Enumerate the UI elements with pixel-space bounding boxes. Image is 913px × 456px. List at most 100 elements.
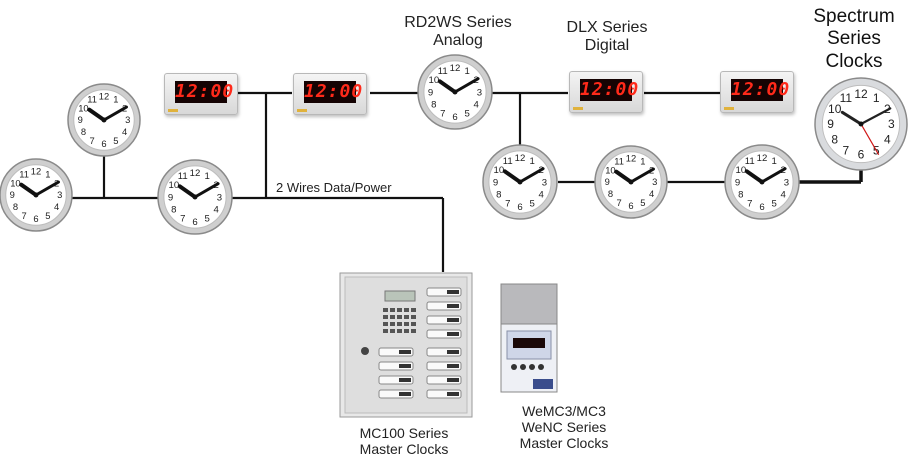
label-line: DLX Series — [566, 19, 648, 36]
clock-numeral: 5 — [640, 197, 645, 208]
wires-label: 2 Wires Data/Power — [276, 180, 392, 195]
clock-numeral: 7 — [505, 198, 510, 209]
clock-numeral: 9 — [168, 192, 173, 203]
clock-numeral: 3 — [217, 192, 222, 203]
clock-numeral: 5 — [772, 198, 777, 209]
clock-hand — [840, 110, 863, 126]
spectrum-series-label: Spectrum Series Clocks — [800, 6, 908, 73]
clock-numeral: 5 — [205, 213, 210, 224]
clock-hand — [860, 123, 880, 155]
clock-numeral: 6 — [101, 138, 106, 149]
analog-clock: 123456789101112 — [482, 144, 558, 220]
clock-numeral: 8 — [81, 126, 86, 137]
clock-numeral: 6 — [759, 202, 764, 213]
clock-numeral: 11 — [614, 156, 624, 167]
rd2ws-series-label: RD2WS Series Analog — [392, 14, 524, 51]
clock-numeral: 1 — [873, 91, 880, 105]
clock-numeral: 8 — [431, 100, 436, 111]
clock-numeral: 3 — [477, 87, 482, 98]
clock-numeral: 3 — [57, 189, 62, 200]
clock-numeral: 7 — [22, 210, 27, 221]
clock-numeral: 4 — [538, 190, 544, 201]
clock-numeral: 1 — [465, 66, 470, 77]
clock-hand — [102, 105, 128, 122]
clock-numeral: 9 — [428, 87, 433, 98]
digital-clock: 12:00 — [569, 71, 643, 113]
clock-numeral: 8 — [738, 190, 743, 201]
label-line: Series — [827, 28, 881, 50]
clock-numeral: 12 — [757, 153, 768, 164]
clock-hand — [744, 169, 764, 184]
clock-numeral: 4 — [122, 126, 127, 137]
label-line: MC100 Series — [359, 425, 449, 441]
label-line: Clocks — [825, 50, 883, 72]
clock-hand — [760, 167, 787, 184]
clock-numeral: 3 — [784, 177, 789, 188]
clock-numeral: 9 — [827, 117, 834, 131]
wemc3-master-clock-box — [500, 283, 558, 393]
clock-numeral: 9 — [735, 177, 740, 188]
clock-numeral: 5 — [465, 108, 470, 119]
clock-numeral: 4 — [780, 190, 786, 201]
clock-hand — [87, 107, 106, 122]
clock-numeral: 1 — [530, 156, 535, 167]
clock-numeral: 5 — [113, 135, 118, 146]
clock-numeral: 8 — [13, 201, 18, 212]
clock-numeral: 1 — [113, 94, 118, 105]
clock-numeral: 7 — [617, 197, 622, 208]
clock-numeral: 10 — [494, 165, 505, 176]
clock-numeral: 10 — [828, 102, 842, 116]
clock-numeral: 10 — [736, 165, 747, 176]
clock-numeral: 10 — [169, 180, 180, 191]
clock-hand — [502, 169, 522, 184]
clock-hand — [614, 169, 633, 184]
clock-numeral: 6 — [192, 217, 197, 228]
clock-numeral: 4 — [649, 188, 654, 199]
digital-clock: 12:00 — [720, 71, 794, 113]
clock-numeral: 1 — [205, 171, 210, 182]
clock-numeral: 10 — [78, 102, 88, 113]
clock-hand — [629, 167, 655, 184]
clock-numeral: 3 — [542, 177, 547, 188]
clock-numeral: 11 — [840, 91, 853, 105]
wemc3-label: WeMC3/MC3 WeNC Series Master Clocks — [508, 403, 620, 451]
digital-clock: 12:00 — [164, 73, 238, 115]
clock-numeral: 7 — [440, 108, 445, 119]
clock-numeral: 9 — [78, 114, 83, 125]
label-line: Spectrum — [813, 6, 895, 27]
label-line: RD2WS Series — [404, 14, 512, 31]
clock-numeral: 3 — [652, 176, 657, 187]
clock-numeral: 5 — [530, 198, 535, 209]
clock-hand — [34, 180, 60, 197]
clock-numeral: 9 — [605, 176, 610, 187]
clock-numeral: 12 — [515, 153, 526, 164]
clock-numeral: 12 — [854, 87, 868, 101]
label-line: Master Clocks — [359, 441, 449, 456]
clock-numeral: 4 — [473, 100, 479, 111]
clock-hand — [859, 107, 892, 126]
clock-numeral: 11 — [745, 156, 755, 167]
clock-hand — [177, 184, 197, 199]
clock-numeral: 11 — [178, 171, 188, 182]
clock-numeral: 6 — [452, 112, 457, 123]
clock-numeral: 5 — [45, 210, 50, 221]
clock-numeral: 1 — [640, 156, 645, 167]
clock-numeral: 4 — [884, 132, 891, 146]
analog-clock: 123456789101112 — [0, 158, 73, 232]
label-line: Digital — [584, 37, 630, 55]
clock-numeral: 1 — [45, 169, 50, 180]
dlx-series-label: DLX Series Digital — [548, 19, 666, 56]
clock-numeral: 4 — [213, 205, 219, 216]
clock-numeral: 12 — [450, 63, 461, 74]
clock-numeral: 10 — [429, 75, 440, 86]
clock-numeral: 9 — [10, 189, 15, 200]
clock-numeral: 6 — [33, 213, 38, 224]
clock-numeral: 3 — [125, 114, 130, 125]
clock-numeral: 4 — [54, 201, 59, 212]
clock-hand — [518, 167, 545, 184]
analog-clock: 123456789101112 — [724, 144, 800, 220]
clock-numeral: 9 — [493, 177, 498, 188]
mc100-label: MC100 Series Master Clocks — [346, 425, 462, 456]
clock-hand — [193, 182, 220, 199]
